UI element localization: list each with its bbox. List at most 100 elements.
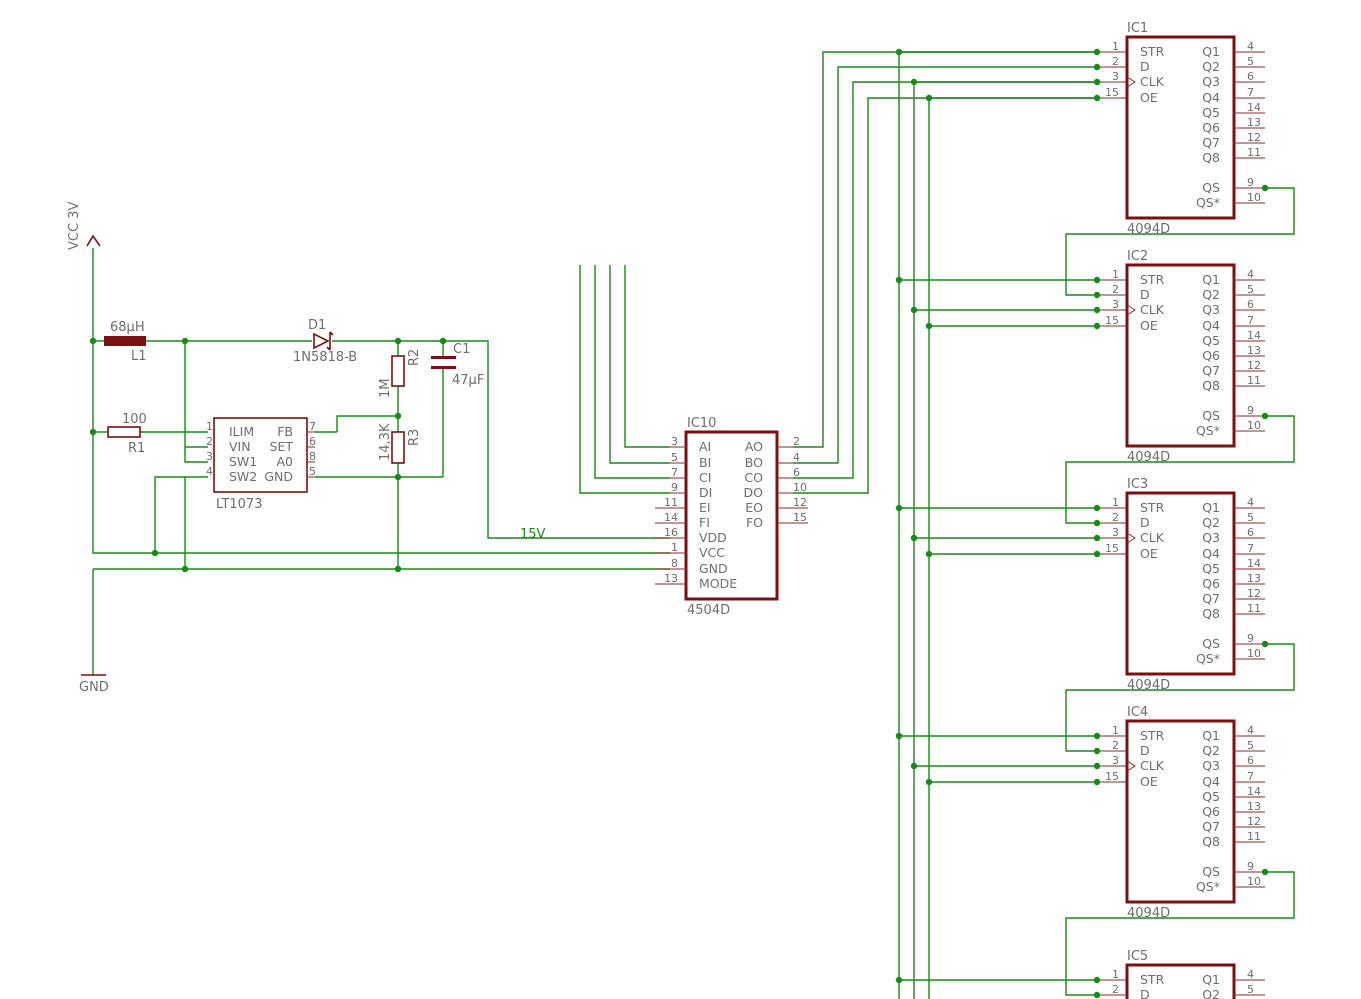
pin-number: 10 xyxy=(1247,875,1261,888)
pin-q2: 5Q2 xyxy=(1202,55,1265,74)
pin-number: 10 xyxy=(1247,647,1261,660)
pin-name: D xyxy=(1140,515,1150,530)
pin-number: 7 xyxy=(671,466,678,479)
l1-name: L1 xyxy=(131,349,147,364)
pin-q2: 5Q2 xyxy=(1202,739,1265,758)
pin-name: STR xyxy=(1140,728,1165,743)
ic10-pin-gnd: 8 GND xyxy=(655,557,728,576)
pin-name: QS* xyxy=(1196,423,1220,438)
pin-qs: 9QS xyxy=(1202,860,1265,879)
pin-name: CO xyxy=(744,470,763,485)
pin-name: GND xyxy=(699,561,728,576)
pin-number: 14 xyxy=(664,511,678,524)
clock-marker xyxy=(1126,76,1136,88)
junction xyxy=(1093,534,1101,542)
junction xyxy=(151,549,159,557)
capacitor-c1: C1 47µF xyxy=(431,342,484,388)
ic10-value: 4504D xyxy=(687,603,730,618)
pin-number: 3 xyxy=(1112,526,1119,539)
pin-number: 8 xyxy=(671,557,678,570)
pin-q4: 7Q4 xyxy=(1202,770,1265,789)
pin-number: 11 xyxy=(1247,146,1261,159)
clock-marker xyxy=(1126,532,1136,544)
junction xyxy=(895,504,903,512)
pin-name: Q3 xyxy=(1202,74,1220,89)
c1-name: C1 xyxy=(453,342,470,357)
pin-number: 3 xyxy=(1112,754,1119,767)
pin-number: 2 xyxy=(793,435,800,448)
pin-name: OE xyxy=(1140,546,1158,561)
pin-name: SET xyxy=(270,439,294,454)
pin-number: 5 xyxy=(1247,283,1254,296)
pin-q2: 5Q2 xyxy=(1202,511,1265,530)
pin-number: 11 xyxy=(1247,602,1261,615)
pin-number: 12 xyxy=(1247,131,1261,144)
pin-q1: 4 Q1 xyxy=(1202,268,1265,287)
pin-number: 15 xyxy=(1105,542,1119,555)
pin-name: CLK xyxy=(1140,74,1165,89)
pin-name: Q1 xyxy=(1202,272,1220,287)
pin-name: SW2 xyxy=(229,469,257,484)
pin-name: Q6 xyxy=(1202,348,1220,363)
pin-qs: 9QS xyxy=(1202,404,1265,423)
pin-name: D xyxy=(1140,59,1150,74)
pin-number: 13 xyxy=(1247,572,1261,585)
pin-number: 12 xyxy=(793,496,807,509)
pin-number: 10 xyxy=(1247,191,1261,204)
pin-number: 9 xyxy=(1247,404,1254,417)
junction xyxy=(1093,94,1101,102)
pin-name: OE xyxy=(1140,318,1158,333)
power-wires xyxy=(92,248,670,675)
pin-q4: 7Q4 xyxy=(1202,314,1265,333)
pin-name: QS* xyxy=(1196,195,1220,210)
junction xyxy=(925,778,933,786)
gnd-label: GND xyxy=(79,680,109,695)
pin-number: 3 xyxy=(206,450,213,463)
pin-number: 1 xyxy=(206,420,213,433)
pin-name: Q2 xyxy=(1202,515,1220,530)
pin-name: QS* xyxy=(1196,651,1220,666)
pin-name: Q2 xyxy=(1202,59,1220,74)
r2-name: R2 xyxy=(407,349,422,366)
pin-number: 1 xyxy=(1112,968,1119,981)
pin-number: 1 xyxy=(1112,724,1119,737)
clock-marker xyxy=(1126,760,1136,772)
junction xyxy=(1261,868,1269,876)
pin-str: 1 STR xyxy=(1096,968,1165,987)
pin-number: 8 xyxy=(309,450,316,463)
pin-number: 6 xyxy=(1247,526,1254,539)
pin-name: DI xyxy=(699,485,712,500)
pin-number: 2 xyxy=(1112,55,1119,68)
junction xyxy=(1093,976,1101,984)
ic10-name: IC10 xyxy=(687,416,716,431)
pin-name: STR xyxy=(1140,972,1165,987)
pin-name: Q2 xyxy=(1202,987,1220,999)
pin-q4: 7Q4 xyxy=(1202,542,1265,561)
pin-q1: 4Q1 xyxy=(1202,968,1265,987)
chip-bus-wires xyxy=(895,868,1295,999)
vcc-supply-symbol: VCC 3V xyxy=(67,202,101,250)
pin-number: 13 xyxy=(1247,344,1261,357)
pin-number: 1 xyxy=(1112,40,1119,53)
pin-number: 4 xyxy=(1247,268,1254,281)
diode-d1: D1 1N5818-B xyxy=(293,318,357,365)
